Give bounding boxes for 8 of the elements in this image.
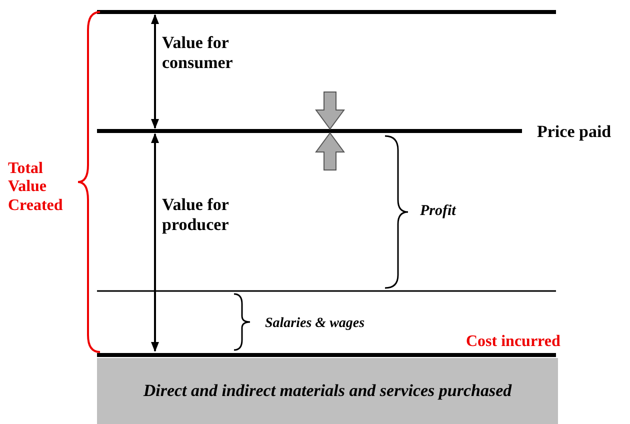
brace-label: Salaries & wages <box>265 316 365 332</box>
line-label: Cost incurred <box>466 333 560 352</box>
region-label: Value for consumer <box>162 33 234 72</box>
brace-label: Profit <box>420 203 456 220</box>
region-label: Value for producer <box>162 195 230 234</box>
materials-bar: Direct and indirect materials and services purchased <box>97 358 558 424</box>
line-label: Price paid <box>537 122 612 142</box>
total-label: Total Value Created <box>8 160 64 216</box>
